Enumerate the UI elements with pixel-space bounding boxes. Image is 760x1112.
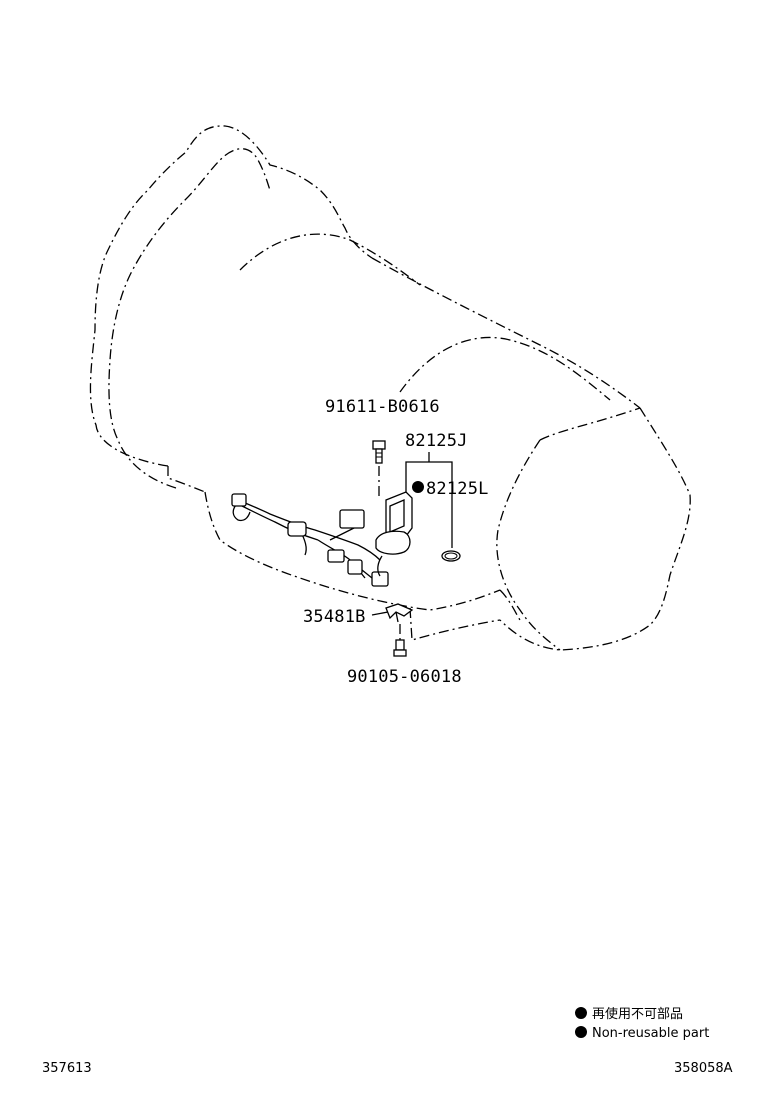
- callout-bolt-top: 91611-B0616: [325, 397, 440, 417]
- bolt-bottom: [393, 624, 407, 657]
- wiring-harness: [231, 493, 389, 587]
- legend-bullet-1: [575, 1007, 587, 1019]
- callout-bolt-bottom: 90105-06018: [347, 667, 462, 687]
- o-ring: [441, 550, 461, 562]
- clamp: [385, 603, 414, 623]
- bolt-top: [372, 440, 386, 500]
- leader-lines: [371, 452, 453, 616]
- legend-line-1: 再使用不可部品: [592, 1006, 683, 1022]
- callout-o-ring: 82125L: [426, 479, 489, 499]
- speed-sensor: [375, 491, 413, 577]
- non-reusable-mark: [412, 481, 424, 493]
- legend-bullet-2: [575, 1026, 587, 1038]
- callout-sensor: 82125J: [405, 431, 468, 451]
- transmission-housing-outline: [89, 125, 691, 651]
- footer-left-code: 357613: [42, 1061, 92, 1076]
- legend: 再使用不可部品 Non-reusable part: [575, 1006, 709, 1041]
- legend-line-2: Non-reusable part: [592, 1026, 709, 1041]
- callout-clamp: 35481B: [303, 607, 366, 627]
- footer-right-code: 358058A: [674, 1061, 733, 1076]
